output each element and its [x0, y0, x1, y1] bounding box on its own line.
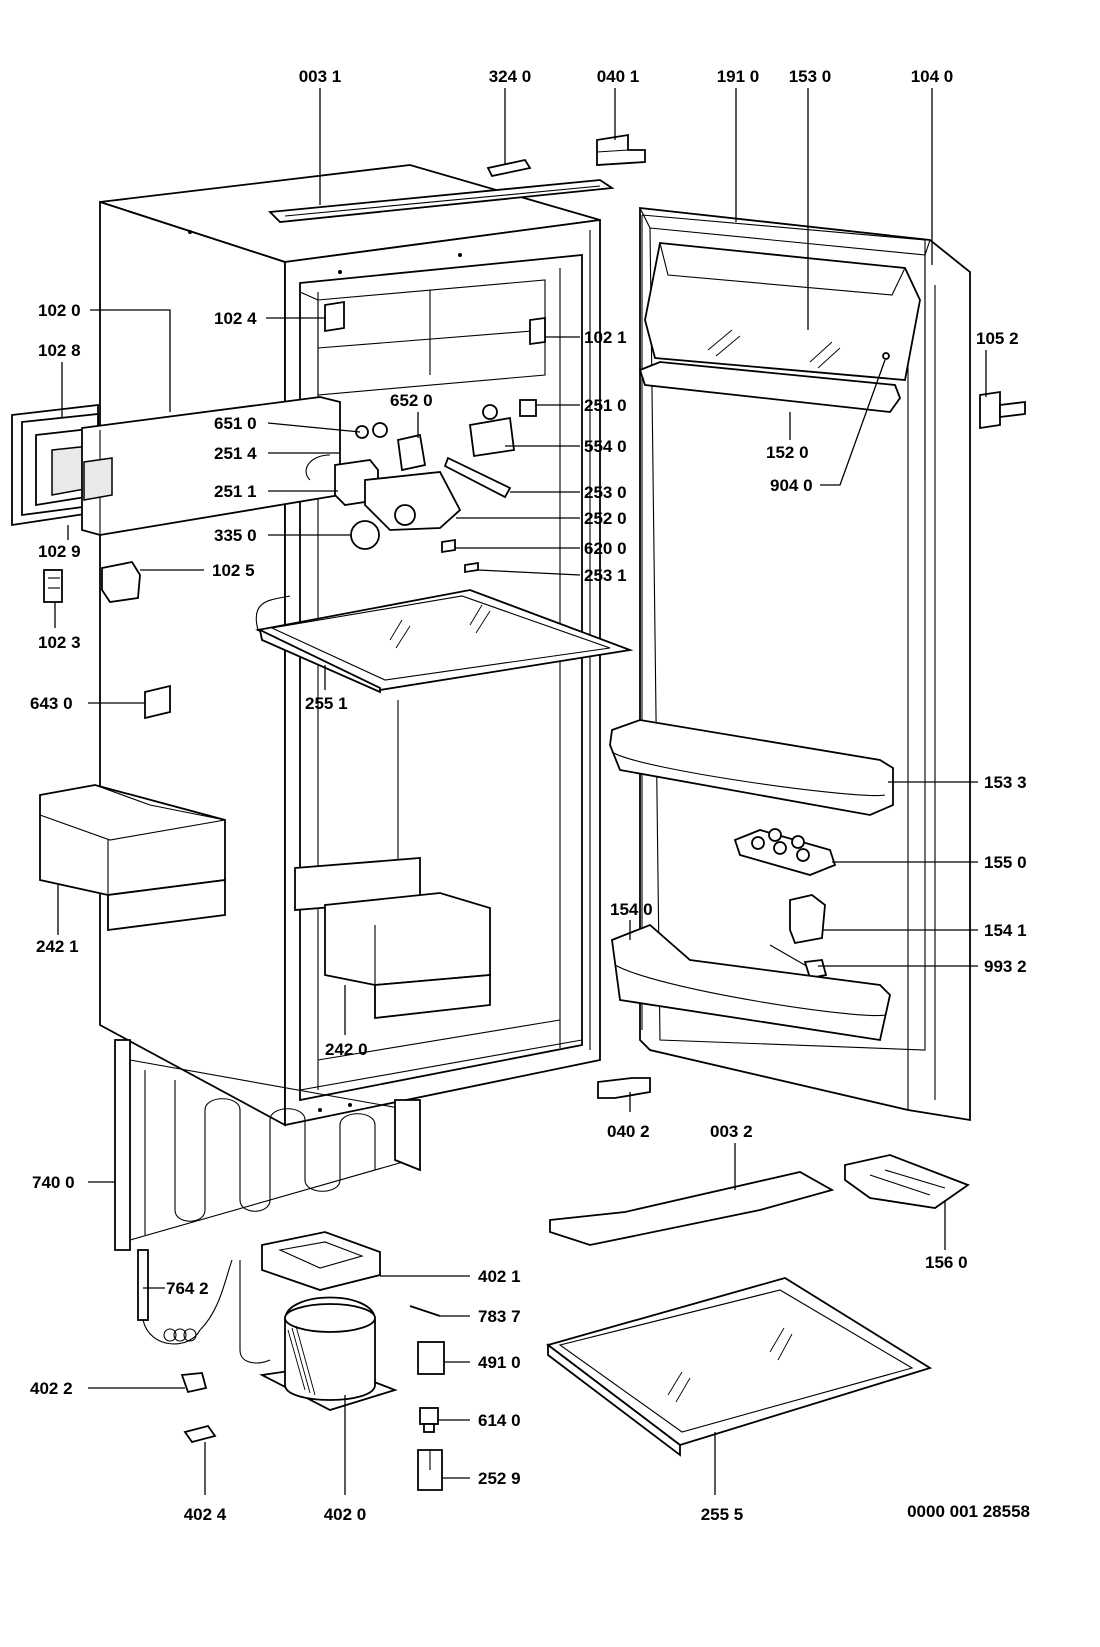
label-324-0: 324 0: [489, 67, 532, 86]
bottom-trim-003-2: [549, 1171, 835, 1246]
top-trim-part: [268, 179, 615, 223]
label-040-1: 040 1: [597, 67, 640, 86]
part-252-9: [417, 1449, 443, 1491]
label-104-0: 104 0: [911, 67, 954, 86]
label-614-0: 614 0: [478, 1411, 521, 1430]
label-102-5: 102 5: [212, 561, 255, 580]
butter-compartment: [638, 242, 921, 413]
leader-lines: [54, 88, 987, 1495]
label-253-0: 253 0: [584, 483, 627, 502]
label-740-0: 740 0: [32, 1173, 75, 1192]
ice-tray-156-0: [844, 1154, 970, 1209]
part-102-1: [529, 316, 546, 346]
glass-shelf-255-5: [546, 1277, 933, 1457]
door: [639, 206, 971, 1122]
part-102-5: [101, 560, 141, 603]
part-154-1: [789, 894, 826, 945]
part-993-2: [769, 944, 828, 980]
label-105-2: 105 2: [976, 329, 1019, 348]
label-191-0: 191 0: [717, 67, 760, 86]
bottle-shelf-154-0: [611, 923, 891, 1042]
label-491-0: 491 0: [478, 1353, 521, 1372]
label-402-4: 402 4: [184, 1505, 227, 1524]
compressor-402-0: [239, 1260, 398, 1411]
label-620-0: 620 0: [584, 539, 627, 558]
label-904-0: 904 0: [770, 476, 813, 495]
part-643-0: [144, 684, 171, 720]
label-402-2: 402 2: [30, 1379, 73, 1398]
part-102-3: [43, 569, 63, 603]
label-102-0: 102 0: [38, 301, 81, 320]
label-003-1: 003 1: [299, 67, 342, 86]
part-783-7: [409, 1305, 441, 1317]
part-102-4: [324, 300, 345, 333]
label-156-0: 156 0: [925, 1253, 968, 1272]
label-242-0: 242 0: [325, 1040, 368, 1059]
label-040-2: 040 2: [607, 1122, 650, 1141]
label-154-1: 154 1: [984, 921, 1027, 940]
label-251-0: 251 0: [584, 396, 627, 415]
label-643-0: 643 0: [30, 694, 73, 713]
label-153-3: 153 3: [984, 773, 1027, 792]
callout-labels: 003 1 324 0 040 1 191 0 153 0 104 0 102 …: [30, 67, 1030, 1524]
label-402-1: 402 1: [478, 1267, 521, 1286]
label-335-0: 335 0: [214, 526, 257, 545]
label-554-0: 554 0: [584, 437, 627, 456]
relay-491-0: [417, 1341, 445, 1375]
label-102-9: 102 9: [38, 542, 81, 561]
hinge-105-2: [979, 390, 1026, 430]
label-155-0: 155 0: [984, 853, 1027, 872]
drawing-number: 0000 001 28558: [907, 1502, 1030, 1521]
label-153-0: 153 0: [789, 67, 832, 86]
label-251-4: 251 4: [214, 444, 257, 463]
label-993-2: 993 2: [984, 957, 1027, 976]
label-252-9: 252 9: [478, 1469, 521, 1488]
label-152-0: 152 0: [766, 443, 809, 462]
label-003-2: 003 2: [710, 1122, 753, 1141]
label-252-0: 252 0: [584, 509, 627, 528]
label-255-1: 255 1: [305, 694, 348, 713]
egg-tray-155-0: [733, 828, 837, 876]
crisper-drawer-242-1: [39, 784, 226, 932]
part-614-0: [419, 1407, 439, 1433]
label-651-0: 651 0: [214, 414, 257, 433]
label-102-3: 102 3: [38, 633, 81, 652]
label-783-7: 783 7: [478, 1307, 521, 1326]
crisper-drawer-242-0: [294, 857, 491, 1020]
label-652-0: 652 0: [390, 391, 433, 410]
capillary-764-2: [137, 1249, 233, 1345]
condenser-740-0: [114, 1039, 421, 1251]
label-102-8: 102 8: [38, 341, 81, 360]
label-255-5: 255 5: [701, 1505, 744, 1524]
part-402-4: [183, 1424, 217, 1444]
bracket-040-2: [597, 1077, 651, 1099]
door-shelf-153-3: [609, 719, 894, 816]
label-102-1: 102 1: [584, 328, 627, 347]
bracket-040-1: [596, 133, 646, 166]
label-251-1: 251 1: [214, 482, 257, 501]
part-402-2: [180, 1372, 208, 1394]
label-154-0: 154 0: [610, 900, 653, 919]
label-253-1: 253 1: [584, 566, 627, 585]
compressor-bracket-402-1: [261, 1231, 381, 1291]
thermostat-assembly: [305, 399, 537, 574]
label-242-1: 242 1: [36, 937, 79, 956]
label-402-0: 402 0: [324, 1505, 367, 1524]
glass-shelf-255-1: [255, 589, 634, 694]
label-764-2: 764 2: [166, 1279, 209, 1298]
label-102-4: 102 4: [214, 309, 257, 328]
part-324-0: [486, 158, 532, 178]
